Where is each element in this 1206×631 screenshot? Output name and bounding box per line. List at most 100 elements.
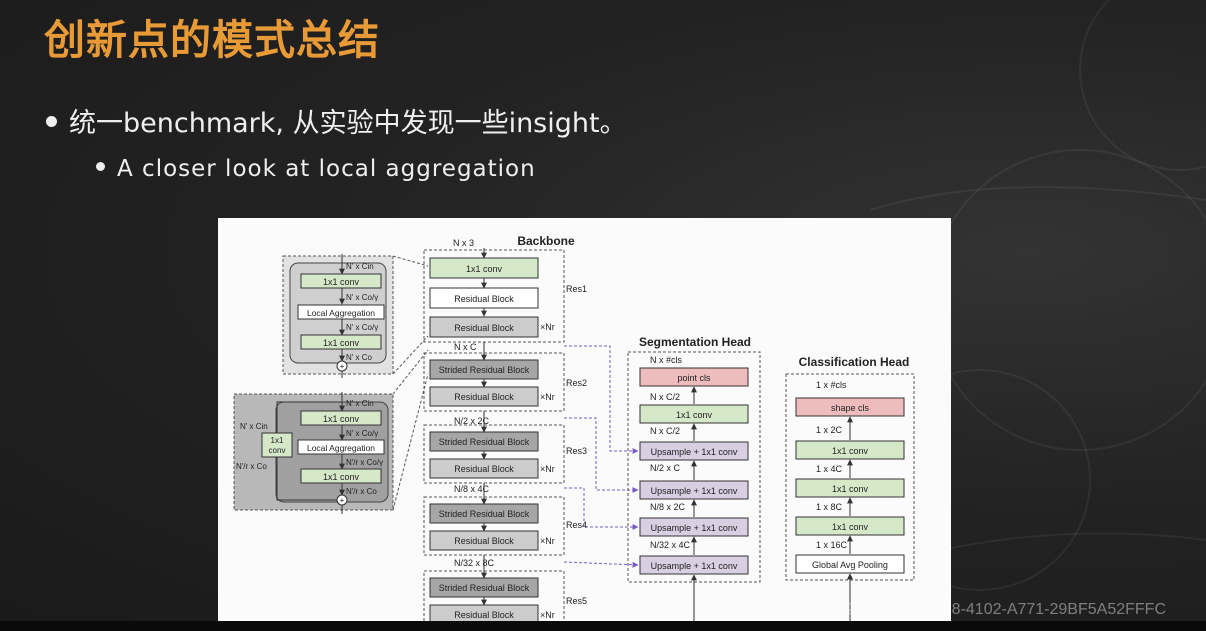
bullet-level-1: 统一benchmark, 从实验中发现一些insight。 [46,101,627,140]
res2-label: Res2 [566,378,587,388]
svg-text:1x1 conv: 1x1 conv [676,410,713,420]
strided-conv2 [300,468,382,484]
res1-label: Res1 [566,284,587,294]
svg-text:N/2 x C: N/2 x C [650,463,681,473]
seg-conv-block [639,404,749,424]
bullet-level-2: A closer look at local aggregation [96,156,536,182]
svg-text:N x #cls: N x #cls [650,355,683,365]
svg-text:1 x 8C: 1 x 8C [816,502,843,512]
residual-out-dim: N' x Co [346,353,373,362]
svg-text:Strided Residual Block: Strided Residual Block [439,583,530,593]
svg-text:1x1 conv: 1x1 conv [832,446,869,456]
svg-text:Upsample + 1x1 conv: Upsample + 1x1 conv [651,523,738,533]
res3-group [423,424,565,484]
bullet-text: A closer look at local aggregation [117,156,536,182]
svg-text:N x C/2: N x C/2 [650,426,680,436]
backbone-input-dim: N x 3 [453,238,474,248]
res3-label: Res3 [566,446,587,456]
svg-text:shape cls: shape cls [831,403,870,413]
svg-text:1 x 16C: 1 x 16C [816,540,848,550]
svg-text:×Nr: ×Nr [540,610,555,620]
global-avg-pooling-block [795,554,905,574]
strided-conv1-label: 1x1 conv [323,414,360,424]
bullet-dot-icon [46,116,57,127]
res1-residual-block-stack [429,316,539,338]
cls-conv-block-2 [795,478,905,498]
svg-text:Residual Block: Residual Block [454,294,514,304]
res1-dim: N x C [454,342,477,352]
upsample-block-1 [639,441,749,461]
res2-dim: N/2 x 2C [454,416,490,426]
res4-residual-block [429,530,539,551]
res2-group [423,352,565,412]
upsample-block-2 [639,480,749,500]
bullet-text: 统一benchmark, 从实验中发现一些insight。 [69,108,627,139]
svg-text:1 x #cls: 1 x #cls [816,380,847,390]
svg-text:1x1 conv: 1x1 conv [466,264,503,274]
svg-text:N/8 x 2C: N/8 x 2C [650,502,686,512]
strided-out-dim: N'/r x Co [346,487,377,496]
svg-text:N x C/2: N x C/2 [650,392,680,402]
residual-conv1 [300,273,382,289]
bottom-bar [0,621,1206,631]
svg-text:1x1 conv: 1x1 conv [832,484,869,494]
svg-text:Global Avg Pooling: Global Avg Pooling [812,560,888,570]
svg-text:Strided Residual Block: Strided Residual Block [439,365,530,375]
svg-text:+: + [340,496,345,505]
svg-text:Strided Residual Block: Strided Residual Block [439,437,530,447]
svg-text:Residual Block: Residual Block [454,610,514,620]
strided-mid1: N' x Co/γ [346,429,378,438]
svg-text:Residual Block: Residual Block [454,392,514,402]
slide-title: 创新点的模式总结 [44,16,380,64]
svg-text:×Nr: ×Nr [540,464,555,474]
svg-text:×Nr: ×Nr [540,322,555,332]
svg-text:Residual Block: Residual Block [454,536,514,546]
residual-conv1-label: 1x1 conv [323,277,360,287]
svg-text:×Nr: ×Nr [540,392,555,402]
res5-group [423,570,565,624]
cls-conv-block-1 [795,440,905,460]
watermark: 620DC9B8-4BD8-4102-A771-29BF5A52FFFC [836,601,1166,618]
svg-text:Residual Block: Residual Block [454,323,514,333]
svg-text:Upsample + 1x1 conv: Upsample + 1x1 conv [651,447,738,457]
svg-text:1x1: 1x1 [271,436,284,445]
residual-mid2: N' x Co/γ [346,323,378,332]
res1-group [423,249,565,343]
residual-in-dim: N' x Cin [346,262,374,271]
strided-local-aggregation-label: Local Aggregation [307,443,375,453]
classification-head-title: Classification Head [799,355,910,369]
svg-text:1x1 conv: 1x1 conv [832,522,869,532]
upsample-block-4 [639,555,749,575]
strided-local-aggregation [297,439,385,455]
svg-text:+: + [340,362,345,371]
svg-text:conv: conv [269,446,286,455]
segmentation-head-title: Segmentation Head [639,335,751,349]
svg-text:Upsample + 1x1 conv: Upsample + 1x1 conv [651,486,738,496]
strided-in-dim: N' x Cin [346,399,374,408]
res2-residual-block [429,386,539,407]
res3-residual-block [429,458,539,479]
strided-shortcut-conv [261,432,293,458]
shape-cls-block [795,397,905,417]
strided-side-out: N'/r x Co [236,462,267,471]
residual-conv2 [300,334,382,350]
svg-text:N/32 x 4C: N/32 x 4C [650,540,691,550]
svg-text:point cls: point cls [677,373,711,383]
bullet-dot-icon [96,162,105,171]
backbone-title: Backbone [517,234,575,248]
point-cls-block [639,367,749,387]
residual-local-aggregation-label: Local Aggregation [307,308,375,318]
architecture-figure: N' x Cin 1x1 conv N' x Co/γ Local Aggreg… [218,218,951,624]
architecture-diagram: N' x Cin 1x1 conv N' x Co/γ Local Aggreg… [233,234,915,624]
svg-text:Residual Block: Residual Block [454,464,514,474]
svg-text:1 x 2C: 1 x 2C [816,425,843,435]
svg-text:1 x 4C: 1 x 4C [816,464,843,474]
strided-conv1 [300,410,382,426]
res5-residual-block [429,604,539,624]
res4-label: Res4 [566,520,587,530]
cls-conv-block-3 [795,516,905,536]
svg-text:×Nr: ×Nr [540,536,555,546]
svg-text:Upsample + 1x1 conv: Upsample + 1x1 conv [651,561,738,571]
res4-group [423,496,565,556]
